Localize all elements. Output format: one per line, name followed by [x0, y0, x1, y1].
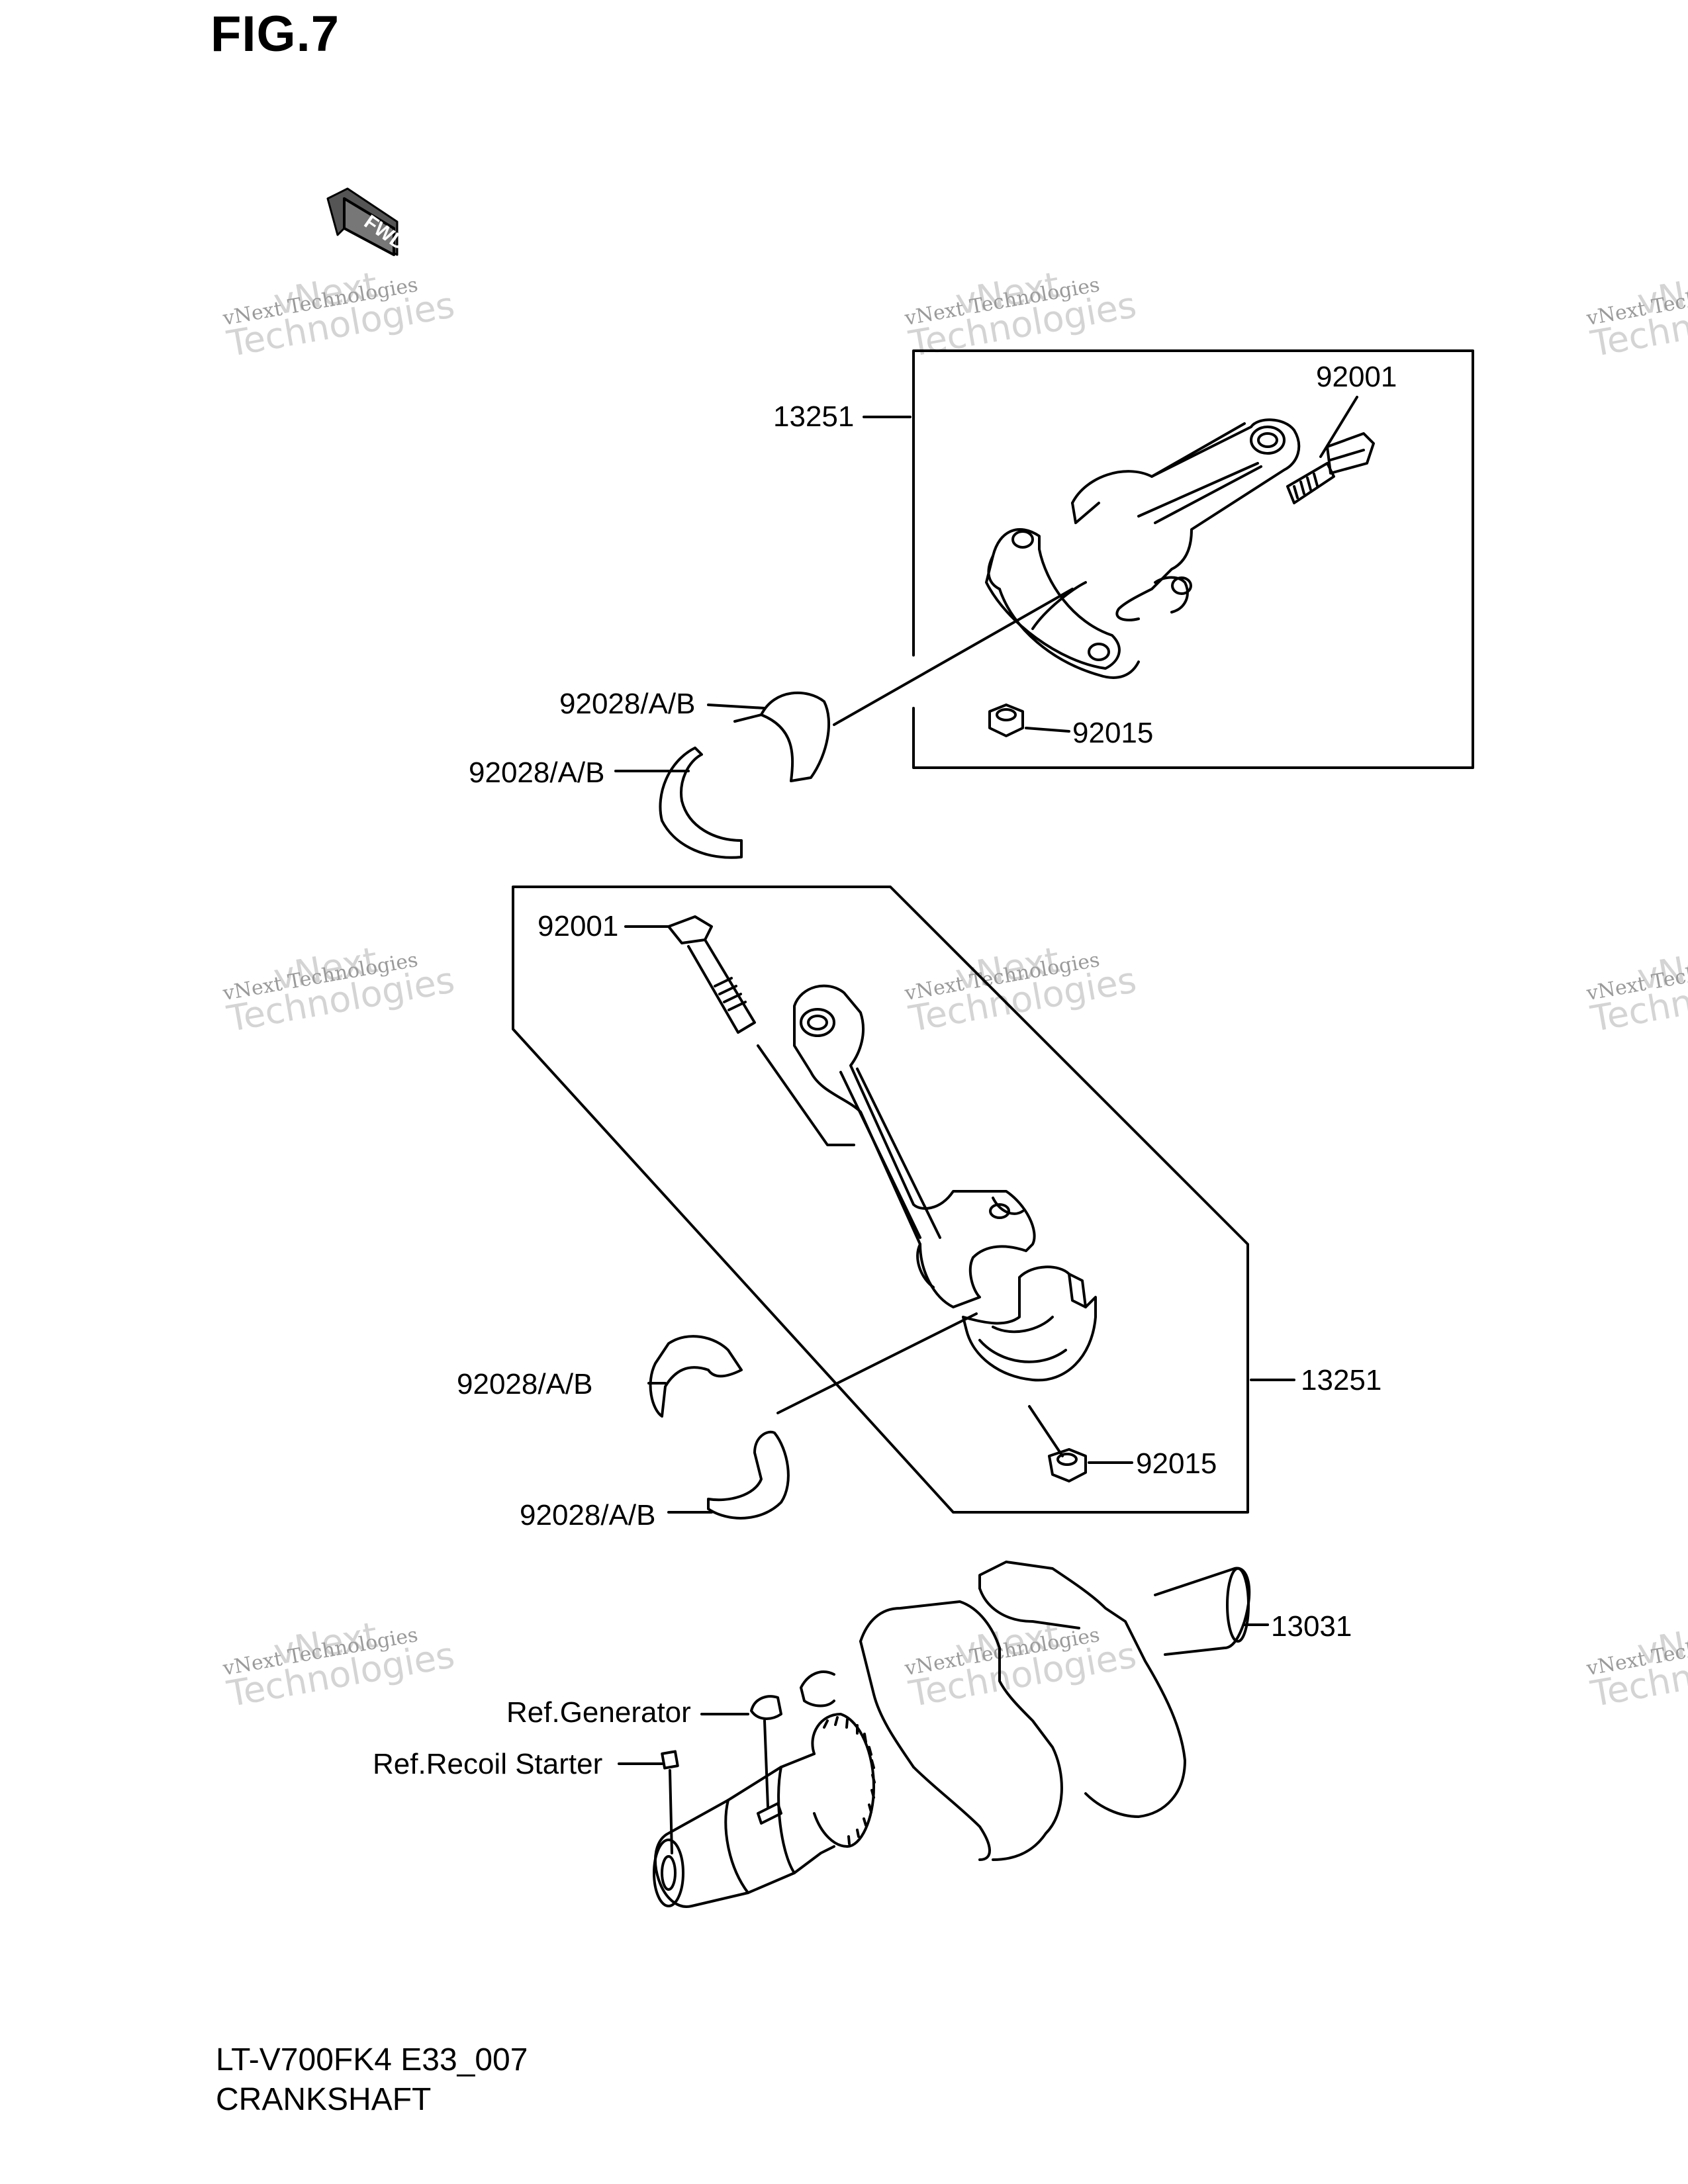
callout-upper-bearing-a: 92028/A/B: [559, 688, 696, 720]
leader-line: [763, 1719, 769, 1808]
lower-bolt-92001: [667, 915, 756, 1034]
callout-lower-rod-assembly: 13251: [1301, 1364, 1382, 1396]
crankshaft-13031: [653, 1561, 1251, 1908]
fwd-arrow-icon: FWD: [326, 187, 410, 256]
upper-nut-92015: [988, 704, 1024, 737]
callout-upper-rod-assembly: 13251: [773, 400, 855, 433]
callout-upper-bearing-b: 92028/A/B: [469, 756, 605, 789]
leader-line: [1319, 396, 1358, 458]
lower-bearing-shell-2: [707, 1430, 790, 1520]
figure-title: FIG.7: [211, 6, 340, 62]
center-line: [1028, 1405, 1064, 1457]
callout-lower-bearing-b: 92028/A/B: [520, 1499, 656, 1531]
upper-bearing-shell-2: [614, 747, 743, 859]
callout-ref-generator: Ref.Generator: [506, 1696, 691, 1729]
callout-upper-bolt: 92001: [1316, 361, 1397, 393]
callout-lower-bolt: 92001: [538, 910, 619, 942]
callout-lower-bearing-a: 92028/A/B: [457, 1368, 593, 1400]
upper-connecting-rod: [1071, 418, 1301, 621]
callout-ref-recoil-starter: Ref.Recoil Starter: [373, 1748, 603, 1780]
center-line: [833, 588, 1074, 726]
callout-crankshaft: 13031: [1271, 1610, 1352, 1643]
lower-nut-92015: [1048, 1448, 1087, 1482]
leader-line: [669, 1769, 673, 1854]
recoil-starter-key-icon: [661, 1750, 679, 1770]
center-line: [757, 1044, 855, 1146]
center-line: [776, 1312, 978, 1414]
lower-bearing-shell-1: [649, 1335, 743, 1418]
lower-assembly-frame: [512, 886, 1249, 1514]
lower-rod-cap: [962, 1265, 1097, 1382]
upper-bearing-shell-1: [733, 691, 831, 782]
leader-line: [707, 704, 766, 709]
lower-connecting-rod: [793, 984, 1036, 1308]
leader-line: [1025, 727, 1070, 733]
upper-bolt-92001: [1286, 432, 1375, 504]
callout-lower-nut: 92015: [1136, 1447, 1217, 1480]
callout-upper-nut: 92015: [1072, 717, 1154, 749]
generator-key-icon: [750, 1695, 782, 1720]
upper-assembly-frame: [912, 349, 1474, 769]
upper-rod-cap: [985, 528, 1140, 679]
figure-code: LT-V700FK4 E33_007: [216, 2042, 528, 2077]
figure-name: CRANKSHAFT: [216, 2082, 432, 2117]
